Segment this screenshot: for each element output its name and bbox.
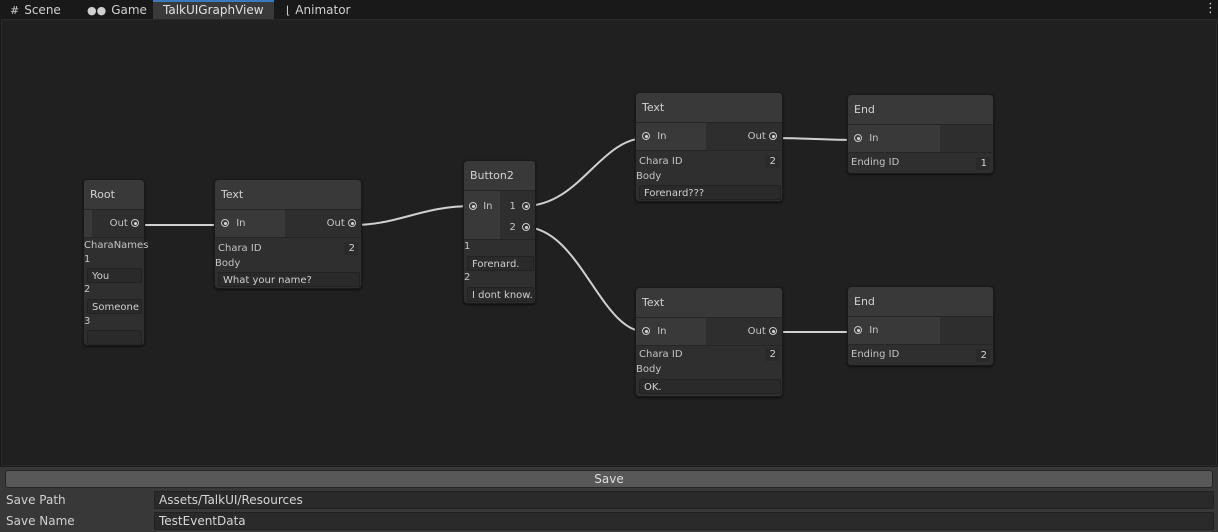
node-end-2[interactable]: End In Ending ID 2 — [847, 286, 994, 366]
port-out[interactable]: Out — [748, 130, 777, 144]
charaname-input[interactable] — [87, 330, 142, 345]
node-title: Root — [84, 180, 144, 210]
body-input[interactable]: What your name? — [218, 272, 360, 287]
port-in[interactable]: In — [854, 132, 878, 146]
node-end-1[interactable]: End In Ending ID 1 — [847, 94, 994, 174]
more-options-icon[interactable]: ⋮ — [1204, 1, 1217, 16]
port-dot-icon — [769, 327, 777, 335]
charaname-input[interactable]: Someone — [87, 299, 142, 314]
port-out[interactable]: Out — [327, 217, 356, 231]
port-dot-icon — [131, 219, 139, 227]
node-text-3[interactable]: Text In Out Chara ID 2 Body OK. — [635, 287, 783, 397]
save-path-field[interactable]: Assets/TalkUI/Resources — [154, 491, 1214, 509]
port-dot-icon — [642, 327, 650, 335]
save-name-field[interactable]: TestEventData — [154, 512, 1214, 530]
node-title: Text — [215, 180, 361, 210]
port-in[interactable]: In — [642, 130, 666, 144]
save-name-label: Save Name — [6, 514, 75, 528]
port-out-1[interactable]: 1 — [509, 200, 530, 214]
port-dot-icon — [469, 202, 477, 210]
port-dot-icon — [221, 219, 229, 227]
chara-id-label: Chara ID — [639, 156, 683, 167]
port-out-2[interactable]: 2 — [509, 221, 530, 235]
port-out[interactable]: Out — [748, 325, 777, 339]
chara-id-field[interactable]: 2 — [765, 155, 779, 168]
charanames-label: CharaNames — [84, 240, 149, 251]
option-input[interactable]: I dont know. — [467, 287, 534, 302]
node-root[interactable]: Root Out CharaNames 1 You 2 Someone 3 — [83, 179, 149, 346]
chara-id-label: Chara ID — [639, 349, 683, 360]
grid-icon: # — [10, 4, 20, 17]
chara-id-label: Chara ID — [218, 243, 262, 254]
tab-bar: #Scene ●●Game TalkUIGraphView ⌊Animator … — [0, 0, 1218, 19]
node-title: End — [848, 95, 993, 125]
port-dot-icon — [522, 202, 530, 210]
charaname-input[interactable]: You — [87, 268, 142, 283]
tab-scene[interactable]: #Scene — [0, 0, 74, 19]
port-dot-icon — [642, 132, 650, 140]
port-dot-icon — [522, 223, 530, 231]
save-panel: Save Save Path Assets/TalkUI/Resources S… — [0, 466, 1218, 532]
node-text-2[interactable]: Text In Out Chara ID 2 Body Forenard??? — [635, 92, 783, 202]
ending-id-label: Ending ID — [851, 349, 900, 360]
port-in[interactable]: In — [642, 325, 666, 339]
chara-id-field[interactable]: 2 — [765, 348, 779, 361]
node-title: Text — [636, 288, 782, 318]
port-out[interactable]: Out — [110, 217, 139, 231]
node-title: End — [848, 287, 993, 317]
save-path-label: Save Path — [6, 493, 66, 507]
body-label: Body — [215, 258, 241, 269]
ending-id-field[interactable]: 2 — [976, 349, 990, 362]
tab-talkuigraphview[interactable]: TalkUIGraphView — [153, 0, 274, 19]
ending-id-label: Ending ID — [851, 157, 900, 168]
body-label: Body — [636, 364, 662, 375]
body-label: Body — [636, 171, 662, 182]
node-button2[interactable]: Button2 In 1 2 1 Forenard. 2 I dont know… — [463, 160, 536, 304]
port-in[interactable]: In — [469, 200, 492, 214]
body-input[interactable]: OK. — [639, 379, 781, 394]
port-in[interactable]: In — [854, 324, 878, 338]
save-button[interactable]: Save — [5, 470, 1213, 488]
port-dot-icon — [854, 134, 862, 142]
port-dot-icon — [854, 326, 862, 334]
gamepad-icon: ●● — [87, 4, 107, 17]
port-in[interactable]: In — [221, 217, 245, 231]
node-title: Button2 — [464, 161, 535, 191]
node-text-1[interactable]: Text In Out Chara ID 2 Body What your na… — [214, 179, 362, 289]
graph-canvas[interactable] — [1, 19, 1217, 466]
port-dot-icon — [348, 219, 356, 227]
option-input[interactable]: Forenard. — [467, 256, 534, 271]
chara-id-field[interactable]: 2 — [344, 242, 358, 255]
animator-icon: ⌊ — [286, 4, 291, 17]
body-input[interactable]: Forenard??? — [639, 185, 781, 200]
tab-animator[interactable]: ⌊Animator — [276, 0, 360, 19]
port-dot-icon — [769, 132, 777, 140]
ending-id-field[interactable]: 1 — [976, 157, 990, 170]
tab-game[interactable]: ●●Game — [77, 0, 147, 19]
node-title: Text — [636, 93, 782, 123]
